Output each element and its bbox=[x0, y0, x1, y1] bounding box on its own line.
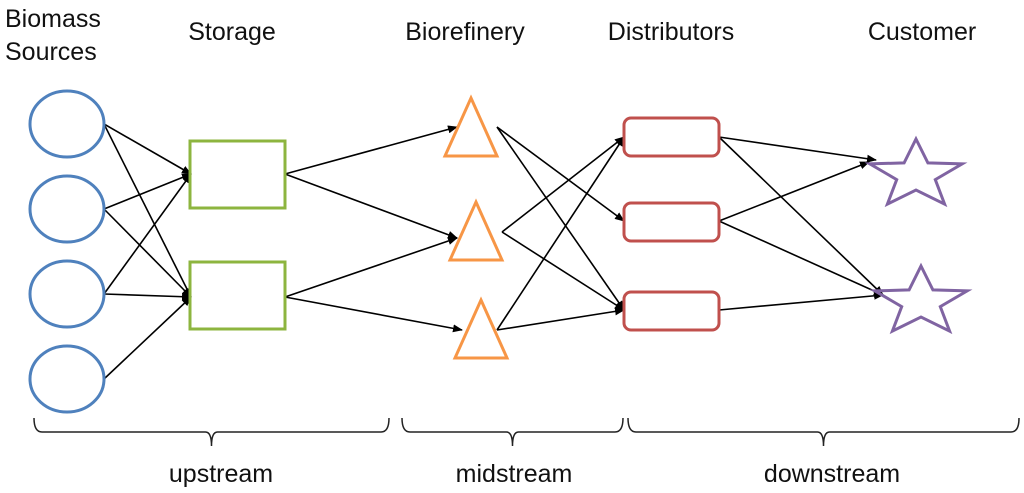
distributor-rounded-rectangle-icon bbox=[622, 290, 721, 332]
flow-arrow bbox=[284, 125, 458, 175]
stage-label-biomass-line2: Sources bbox=[5, 38, 97, 66]
flow-arrow bbox=[103, 296, 192, 380]
flow-arrow bbox=[496, 307, 625, 331]
customer-star-icon bbox=[869, 262, 973, 335]
biomass-source-circle-icon bbox=[28, 259, 106, 329]
distributor-rounded-rectangle-icon bbox=[622, 201, 721, 243]
flow-arrow bbox=[501, 136, 625, 233]
flow-arrow bbox=[718, 161, 870, 222]
stage-label-distributors: Distributors bbox=[607, 18, 735, 46]
distributor-rounded-rectangle-icon bbox=[622, 116, 721, 158]
flow-arrow bbox=[103, 173, 192, 210]
flow-arrow bbox=[103, 208, 192, 298]
flow-arrow bbox=[103, 292, 192, 301]
stream-braces bbox=[33, 417, 1020, 447]
biorefinery-triangle-icon bbox=[442, 94, 500, 158]
flow-arrow bbox=[718, 220, 884, 296]
stream-label-upstream: upstream bbox=[168, 460, 274, 488]
stream-label-downstream: downstream bbox=[763, 460, 901, 488]
stage-label-storage: Storage bbox=[188, 18, 276, 46]
flow-arrow bbox=[284, 173, 458, 239]
upstream-brace bbox=[33, 417, 390, 447]
downstream-brace bbox=[627, 417, 1020, 447]
flow-arrows bbox=[103, 123, 884, 380]
midstream-brace bbox=[401, 417, 624, 447]
flow-arrow bbox=[496, 126, 625, 222]
flow-arrow bbox=[501, 231, 625, 311]
flow-arrow bbox=[103, 123, 192, 298]
stage-label-biomass-line1: Biomass bbox=[5, 5, 101, 33]
biomass-source-circle-icon bbox=[28, 344, 106, 414]
flow-arrow bbox=[496, 126, 625, 311]
biomass-source-circle-icon bbox=[28, 174, 106, 244]
biorefinery-triangle-icon bbox=[447, 198, 505, 262]
flow-arrow bbox=[718, 136, 884, 296]
flow-arrow bbox=[103, 173, 192, 295]
flow-arrow bbox=[103, 123, 192, 175]
stage-label-customer: Customer bbox=[867, 18, 977, 46]
storage-rectangle-icon bbox=[188, 260, 287, 331]
customer-star-icon bbox=[864, 135, 968, 208]
biorefinery-triangle-icon bbox=[452, 296, 510, 360]
flow-arrow bbox=[496, 136, 625, 331]
stream-label-midstream: midstream bbox=[455, 460, 573, 488]
flow-arrow bbox=[284, 296, 463, 333]
flow-arrow bbox=[718, 291, 884, 311]
flow-arrow bbox=[718, 136, 877, 163]
nodes bbox=[28, 89, 973, 414]
stage-label-biorefinery: Biorefinery bbox=[405, 18, 525, 46]
biomass-source-circle-icon bbox=[28, 89, 106, 159]
flow-arrow bbox=[284, 237, 458, 298]
storage-rectangle-icon bbox=[188, 139, 287, 210]
